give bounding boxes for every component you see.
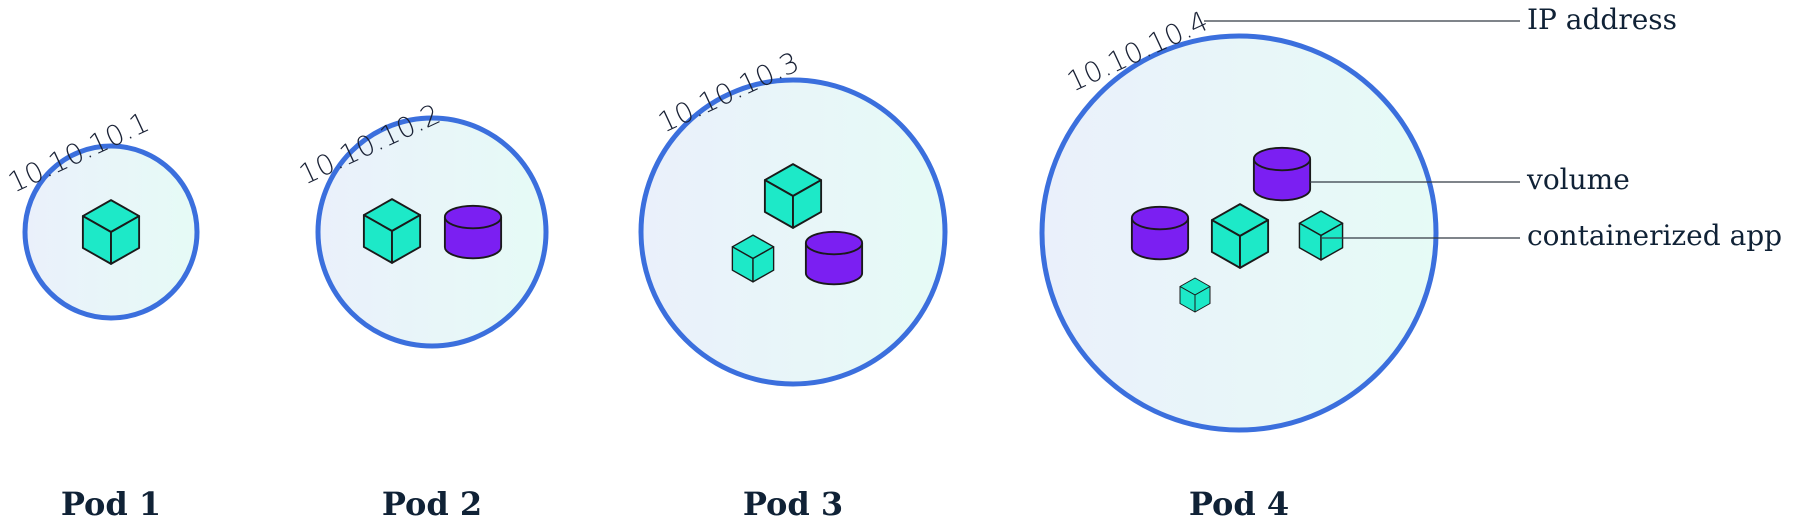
- pod-3-boundary: [638, 77, 948, 387]
- pod-4-label: Pod 4: [1189, 485, 1289, 522]
- pod-1-label: Pod 1: [61, 485, 161, 522]
- pod-2: 10.10.10.2 Pod 2: [294, 97, 549, 522]
- pod-2-label: Pod 2: [382, 485, 482, 522]
- pod-3-label: Pod 3: [743, 485, 843, 522]
- legend-containerized-app: containerized app: [1527, 219, 1782, 252]
- legend-volume: volume: [1526, 163, 1630, 196]
- cylinder-icon: [1130, 205, 1190, 261]
- cylinder-icon: [443, 204, 503, 260]
- cylinder-icon: [1252, 146, 1312, 202]
- pod-2-boundary: [315, 115, 549, 349]
- pod-1: 10.10.10.1 Pod 1: [3, 105, 200, 522]
- pod-4: 10.10.10.4 Pod 4: [1039, 4, 1439, 522]
- cylinder-icon: [804, 230, 864, 286]
- pod-3: 10.10.10.3 Pod 3: [638, 45, 948, 522]
- legend-ip-address: IP address: [1527, 3, 1677, 36]
